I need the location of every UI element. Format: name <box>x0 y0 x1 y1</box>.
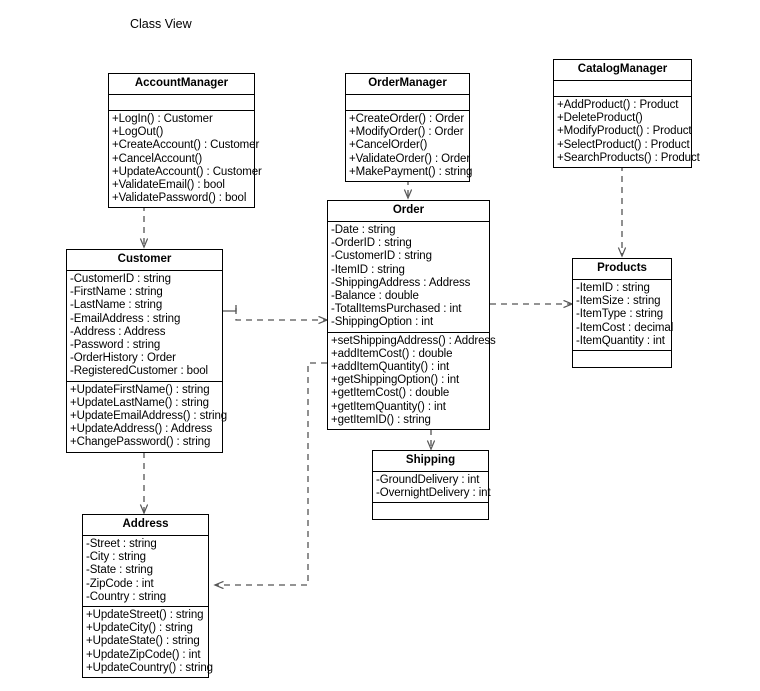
attribute-item: -GroundDelivery : int <box>376 474 480 486</box>
method-item: +CancelAccount() <box>112 152 203 165</box>
method-item: +SelectProduct() : Product <box>557 138 690 151</box>
attribute-item: -ShippingAddress : Address <box>331 276 471 289</box>
attributes-catalogmanager <box>554 81 691 97</box>
method-item: +UpdateLastName() : string <box>70 396 209 409</box>
method-item: +addItemCost() : double <box>331 347 453 360</box>
attribute-item: -LastName : string <box>70 299 163 312</box>
methods-shipping <box>373 503 488 519</box>
method-item: +LogIn() : Customer <box>112 113 213 125</box>
class-name-catalogmanager: CatalogManager <box>554 60 691 81</box>
method-item: +UpdateAddress() : Address <box>70 423 213 436</box>
attribute-item: -City : string <box>86 551 146 564</box>
attribute-item: -ItemCost : decimal <box>576 321 674 334</box>
attribute-item: -ShippingOption : int <box>331 316 434 329</box>
attribute-item: -Address : Address <box>70 325 166 338</box>
attributes-shipping: -GroundDelivery : int -OvernightDelivery… <box>373 472 491 504</box>
class-box-shipping[interactable]: Shipping -GroundDelivery : int -Overnigh… <box>372 450 491 521</box>
attribute-item: -TotalItemsPurchased : int <box>331 303 462 316</box>
method-item: +MakePayment() : string <box>349 165 473 178</box>
attribute-item: -OvernightDelivery : int <box>376 487 491 500</box>
attribute-item: -ItemID : string <box>331 263 405 276</box>
class-box-order[interactable]: Order -Date : string -OrderID : string -… <box>327 200 496 431</box>
method-item: +setShippingAddress() : Address <box>331 334 496 347</box>
method-item: +LogOut() <box>112 126 164 139</box>
method-item: +getShippingOption() : int <box>331 374 460 387</box>
method-item: +UpdateStreet() : string <box>86 609 204 622</box>
attribute-item: -RegisteredCustomer : bool <box>70 365 209 378</box>
attribute-item: -OrderID : string <box>331 237 412 250</box>
attribute-item: -Country : string <box>86 590 167 603</box>
method-item: +AddProduct() : Product <box>557 99 679 111</box>
method-item: +getItemQuantity() : int <box>331 400 446 413</box>
class-name-customer: Customer <box>67 250 222 271</box>
method-item: +CancelOrder() <box>349 139 428 152</box>
attribute-item: -CustomerID : string <box>331 250 432 263</box>
method-item: +getItemID() : string <box>331 413 431 426</box>
class-name-products: Products <box>573 259 671 280</box>
method-item: +ModifyOrder() : Order <box>349 126 464 139</box>
method-item: +DeleteProduct() <box>557 112 643 125</box>
attributes-address: -Street : string -City : string -State :… <box>83 536 208 608</box>
attribute-item: -ItemQuantity : int <box>576 334 665 347</box>
method-item: +CreateAccount() : Customer <box>112 139 260 152</box>
class-box-customer[interactable]: Customer -CustomerID : string -FirstName… <box>66 249 228 453</box>
methods-order: +setShippingAddress() : Address +addItem… <box>328 333 496 429</box>
methods-address: +UpdateStreet() : string +UpdateCity() :… <box>83 607 213 677</box>
method-item: +addItemQuantity() : int <box>331 361 450 374</box>
methods-products <box>573 351 671 367</box>
attribute-item: -Date : string <box>331 224 396 236</box>
attribute-item: -ItemID : string <box>576 282 650 294</box>
attribute-item: -Street : string <box>86 538 157 550</box>
rel-customer-order <box>223 305 327 320</box>
attributes-products: -ItemID : string -ItemSize : string -Ite… <box>573 280 674 352</box>
method-item: +UpdateCountry() : string <box>86 661 213 674</box>
method-item: +ChangePassword() : string <box>70 436 211 449</box>
method-item: +UpdateEmailAddress() : string <box>70 410 228 423</box>
class-box-ordermanager[interactable]: OrderManager +CreateOrder() : Order +Mod… <box>345 73 473 183</box>
attribute-item: -ItemSize : string <box>576 295 661 308</box>
class-box-products[interactable]: Products -ItemID : string -ItemSize : st… <box>572 258 674 369</box>
method-item: +CreateOrder() : Order <box>349 113 465 125</box>
attribute-item: -ZipCode : int <box>86 577 154 590</box>
method-item: +UpdateCity() : string <box>86 622 193 635</box>
methods-ordermanager: +CreateOrder() : Order +ModifyOrder() : … <box>346 111 473 181</box>
method-item: +UpdateFirstName() : string <box>70 383 210 396</box>
attributes-accountmanager <box>109 95 254 111</box>
method-item: +SearchProducts() : Product <box>557 151 700 164</box>
attribute-item: -State : string <box>86 564 153 577</box>
class-name-order: Order <box>328 201 489 222</box>
attribute-item: -Password : string <box>70 339 161 352</box>
method-item: +UpdateZipCode() : int <box>86 648 201 661</box>
rel-order-address <box>215 362 327 585</box>
attribute-item: -FirstName : string <box>70 286 163 299</box>
method-item: +ValidateEmail() : bool <box>112 179 225 192</box>
attribute-item: -EmailAddress : string <box>70 312 181 325</box>
class-box-catalogmanager[interactable]: CatalogManager +AddProduct() : Product +… <box>553 59 700 169</box>
method-item: +ValidatePassword() : bool <box>112 192 247 205</box>
attributes-ordermanager <box>346 95 469 111</box>
class-name-ordermanager: OrderManager <box>346 74 469 95</box>
attribute-item: -ItemType : string <box>576 308 664 321</box>
attribute-item: -CustomerID : string <box>70 273 171 285</box>
attributes-customer: -CustomerID : string -FirstName : string… <box>67 271 222 382</box>
class-box-accountmanager[interactable]: AccountManager +LogIn() : Customer +LogO… <box>108 73 262 209</box>
page-title: Class View <box>130 17 192 31</box>
methods-customer: +UpdateFirstName() : string +UpdateLastN… <box>67 382 228 452</box>
method-item: +getItemCost() : double <box>331 387 450 400</box>
class-name-address: Address <box>83 515 208 536</box>
class-name-shipping: Shipping <box>373 451 488 472</box>
method-item: +ModifyProduct() : Product <box>557 125 692 138</box>
methods-catalogmanager: +AddProduct() : Product +DeleteProduct()… <box>554 97 700 167</box>
class-box-address[interactable]: Address -Street : string -City : string … <box>82 514 213 679</box>
attributes-order: -Date : string -OrderID : string -Custom… <box>328 222 489 333</box>
method-item: +ValidateOrder() : Order <box>349 152 471 165</box>
methods-accountmanager: +LogIn() : Customer +LogOut() +CreateAcc… <box>109 111 262 207</box>
method-item: +UpdateAccount() : Customer <box>112 165 262 178</box>
method-item: +UpdateState() : string <box>86 635 200 648</box>
attribute-item: -Balance : double <box>331 290 419 303</box>
class-name-accountmanager: AccountManager <box>109 74 254 95</box>
attribute-item: -OrderHistory : Order <box>70 352 176 365</box>
